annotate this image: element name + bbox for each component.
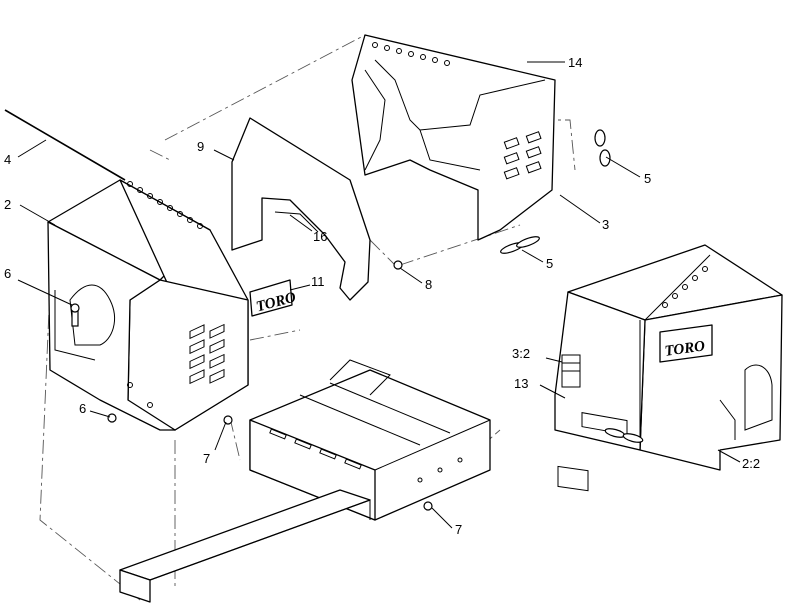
left-cover-part — [47, 179, 249, 431]
panel-part — [231, 117, 371, 301]
frame-slots — [269, 428, 362, 470]
callout-11: 11 — [311, 274, 325, 289]
rear-bracket-part — [351, 34, 556, 241]
bolt-6-lower — [107, 413, 117, 423]
chain-link-upper — [594, 129, 611, 167]
callout-3: 3 — [602, 217, 609, 232]
assembled-cover: TORO — [554, 244, 783, 492]
logo-decal-part: TORO — [249, 279, 298, 317]
callout-6-upper: 6 — [4, 266, 11, 281]
decal-13 — [557, 465, 589, 492]
leader-lines — [17, 61, 741, 529]
callout-7-right: 7 — [455, 522, 462, 537]
bracket-rivets — [372, 42, 450, 66]
callout-5-lower: 5 — [546, 256, 553, 271]
callout-16: 16 — [313, 229, 327, 244]
callout-5-upper: 5 — [644, 171, 651, 186]
decal-rivets — [662, 266, 708, 308]
frame-base-part — [119, 359, 491, 603]
rod-part — [4, 109, 126, 181]
callout-2-2: 2:2 — [742, 456, 760, 471]
callout-9: 9 — [197, 139, 204, 154]
callout-3-2: 3:2 — [512, 346, 530, 361]
callout-4: 4 — [4, 152, 11, 167]
callout-13: 13 — [514, 376, 528, 391]
nut-7-right — [423, 501, 433, 511]
alignment-lines — [39, 34, 576, 601]
callout-14: 14 — [568, 55, 582, 70]
bracket-vent-slots — [503, 131, 542, 180]
bolt-8 — [393, 260, 403, 270]
rivet-row — [127, 181, 203, 229]
callout-2: 2 — [4, 197, 11, 212]
vent-slots — [189, 323, 225, 385]
chain-link-lower — [500, 236, 540, 254]
callout-8: 8 — [425, 277, 432, 292]
bolt-6-upper — [70, 303, 80, 327]
decal-3-2 — [561, 354, 581, 388]
callout-7-left: 7 — [203, 451, 210, 466]
callout-6-lower: 6 — [79, 401, 86, 416]
callout-labels: 4 2 6 6 7 9 16 11 8 14 3 5 5 3:2 13 2:2 … — [4, 55, 760, 537]
toro-logo-right: TORO — [664, 338, 707, 360]
